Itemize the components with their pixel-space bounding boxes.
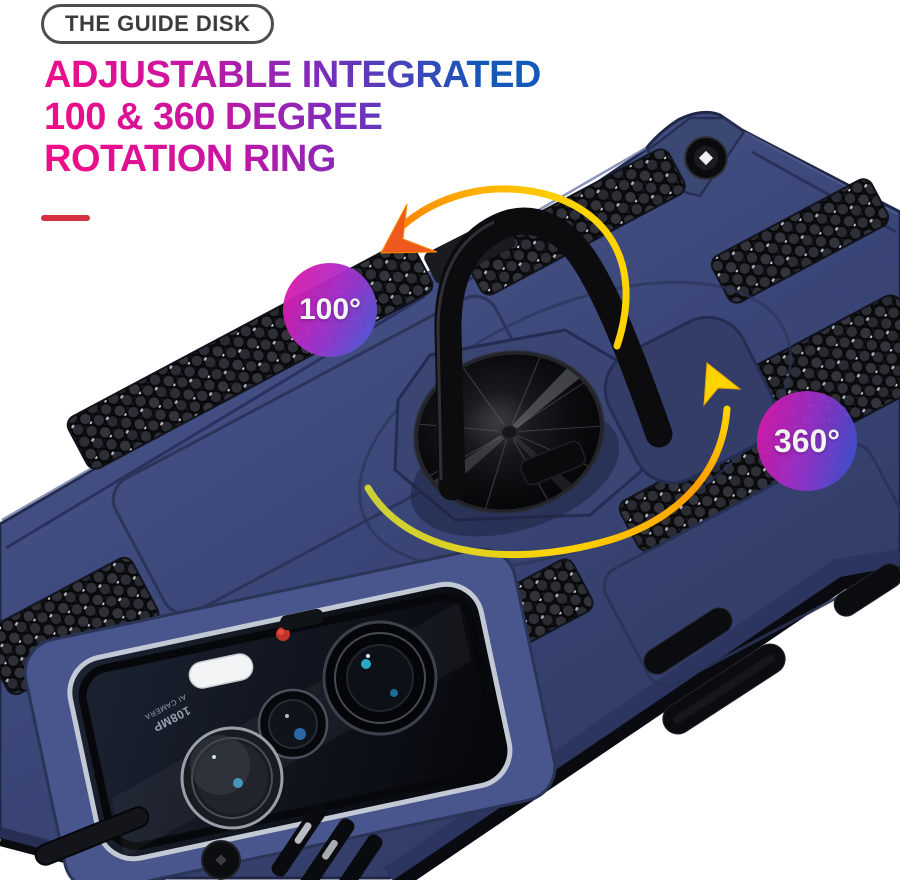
camera-lens-lower bbox=[180, 726, 284, 830]
side-buttons bbox=[643, 563, 900, 735]
lanyard-grommet-bottom bbox=[201, 840, 241, 880]
port-slot bbox=[34, 806, 150, 866]
page-title: ADJUSTABLE INTEGRATED 100 & 360 DEGREE R… bbox=[44, 54, 541, 180]
guide-disk-badge-label: THE GUIDE DISK bbox=[65, 11, 251, 36]
camera-lens-main bbox=[322, 620, 438, 736]
headline-line-2: 100 & 360 DEGREE bbox=[44, 96, 383, 138]
speaker-bars bbox=[271, 803, 383, 880]
rotation-100-label: 100° bbox=[298, 293, 362, 326]
rotation-360-label: 360° bbox=[773, 422, 841, 459]
rotate-clockwise-arrow-icon bbox=[364, 362, 742, 559]
headline-line-1: ADJUSTABLE INTEGRATED bbox=[44, 54, 541, 96]
ring-hinge bbox=[520, 440, 586, 486]
lanyard-grommet-top bbox=[684, 136, 728, 180]
accent-dash bbox=[41, 215, 90, 221]
camera-lens-middle bbox=[257, 688, 329, 760]
headline-line-3: ROTATION RING bbox=[44, 138, 336, 180]
rotation-360-badge: 360° bbox=[757, 391, 857, 491]
rotate-counterclockwise-arrow-icon bbox=[380, 185, 630, 350]
guide-disk-badge: THE GUIDE DISK bbox=[41, 4, 275, 44]
sensor-pill bbox=[280, 608, 324, 631]
flash-led bbox=[188, 653, 254, 689]
rotation-100-badge: 100° bbox=[283, 263, 377, 357]
kickstand-ring bbox=[424, 207, 673, 501]
camera-module: 108MP AI CAMERA bbox=[67, 581, 513, 862]
